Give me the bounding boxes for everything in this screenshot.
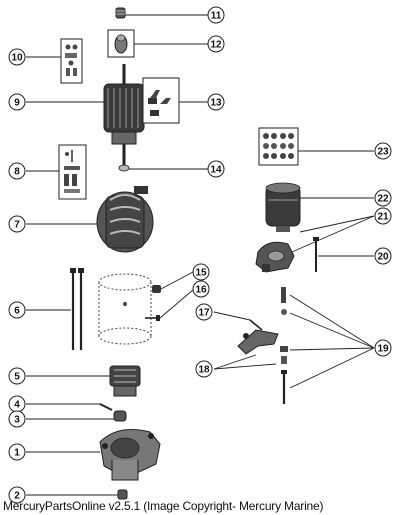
part-3-washer (113, 410, 127, 422)
callout-22[interactable]: 22 (374, 189, 392, 207)
part-10-hardware-kit (60, 38, 83, 84)
callout-15[interactable]: 15 (192, 263, 210, 281)
callout-14-label: 14 (210, 165, 222, 176)
callout-20-label: 20 (377, 252, 389, 263)
callout-23[interactable]: 23 (374, 142, 392, 160)
part-13-brush-set (142, 77, 180, 124)
callout-14[interactable]: 14 (207, 160, 225, 178)
callout-11[interactable]: 11 (207, 6, 225, 24)
callout-2-label: 2 (14, 491, 20, 502)
callout-18[interactable]: 18 (195, 360, 213, 378)
part-15-nut (152, 285, 161, 293)
part-21-plunger-housing (255, 241, 295, 273)
callout-22-label: 22 (377, 194, 389, 205)
callout-9[interactable]: 9 (8, 93, 26, 111)
callout-10-label: 10 (11, 53, 23, 64)
callout-6[interactable]: 6 (8, 301, 26, 319)
callout-20[interactable]: 20 (374, 247, 392, 265)
starter-housing-outline (98, 273, 152, 345)
callout-16[interactable]: 16 (192, 280, 210, 298)
callout-13-label: 13 (210, 98, 222, 109)
callout-1-label: 1 (14, 448, 20, 459)
leader-lines (26, 14, 375, 496)
part-23-hardware-kit (258, 127, 299, 166)
callout-7[interactable]: 7 (8, 215, 26, 233)
callout-21[interactable]: 21 (374, 207, 392, 225)
part-8-brush-plate-kit (58, 144, 87, 200)
callout-17[interactable]: 17 (195, 303, 213, 321)
callout-13[interactable]: 13 (207, 93, 225, 111)
part-16-screw (145, 315, 160, 321)
callout-17-label: 17 (198, 308, 210, 319)
callout-6-label: 6 (14, 306, 20, 317)
callout-23-label: 23 (377, 147, 389, 158)
part-11-nut (115, 7, 126, 19)
callout-11-label: 11 (211, 11, 222, 22)
part-7-field-coils (96, 186, 154, 253)
part-17-shift-lever (237, 319, 279, 355)
part-5-drive-pinion (109, 365, 141, 397)
callout-12-label: 12 (210, 40, 222, 51)
callout-10[interactable]: 10 (8, 48, 26, 66)
callout-5[interactable]: 5 (8, 367, 26, 385)
part-22-solenoid (265, 182, 301, 232)
callout-4[interactable]: 4 (8, 395, 26, 413)
callout-16-label: 16 (195, 285, 207, 296)
callout-3[interactable]: 3 (8, 410, 26, 428)
callout-5-label: 5 (14, 372, 20, 383)
callout-4-label: 4 (14, 400, 20, 411)
callout-8-label: 8 (14, 167, 20, 178)
callout-19[interactable]: 19 (374, 339, 392, 357)
callout-8[interactable]: 8 (8, 162, 26, 180)
part-4-spring (99, 403, 113, 411)
callout-2[interactable]: 2 (8, 486, 26, 504)
callout-1[interactable]: 1 (8, 443, 26, 461)
callout-7-label: 7 (14, 220, 20, 231)
copyright-footer: MercuryPartsOnline v2.5.1 (Image Copyrig… (3, 499, 324, 513)
part-6-through-bolts (70, 268, 84, 350)
callout-15-label: 15 (195, 268, 207, 279)
callout-12[interactable]: 12 (207, 35, 225, 53)
part-1-end-housing (99, 429, 161, 481)
part-9-armature (103, 64, 145, 172)
part-19-fastener-set (280, 287, 288, 404)
part-2-nut (117, 489, 128, 500)
callout-9-label: 9 (14, 98, 20, 109)
callout-18-label: 18 (198, 365, 210, 376)
callout-21-label: 21 (377, 212, 389, 223)
callout-19-label: 19 (377, 344, 389, 355)
part-12-bearing-box (107, 29, 135, 58)
callout-3-label: 3 (14, 415, 20, 426)
part-20-bolt (313, 237, 319, 272)
